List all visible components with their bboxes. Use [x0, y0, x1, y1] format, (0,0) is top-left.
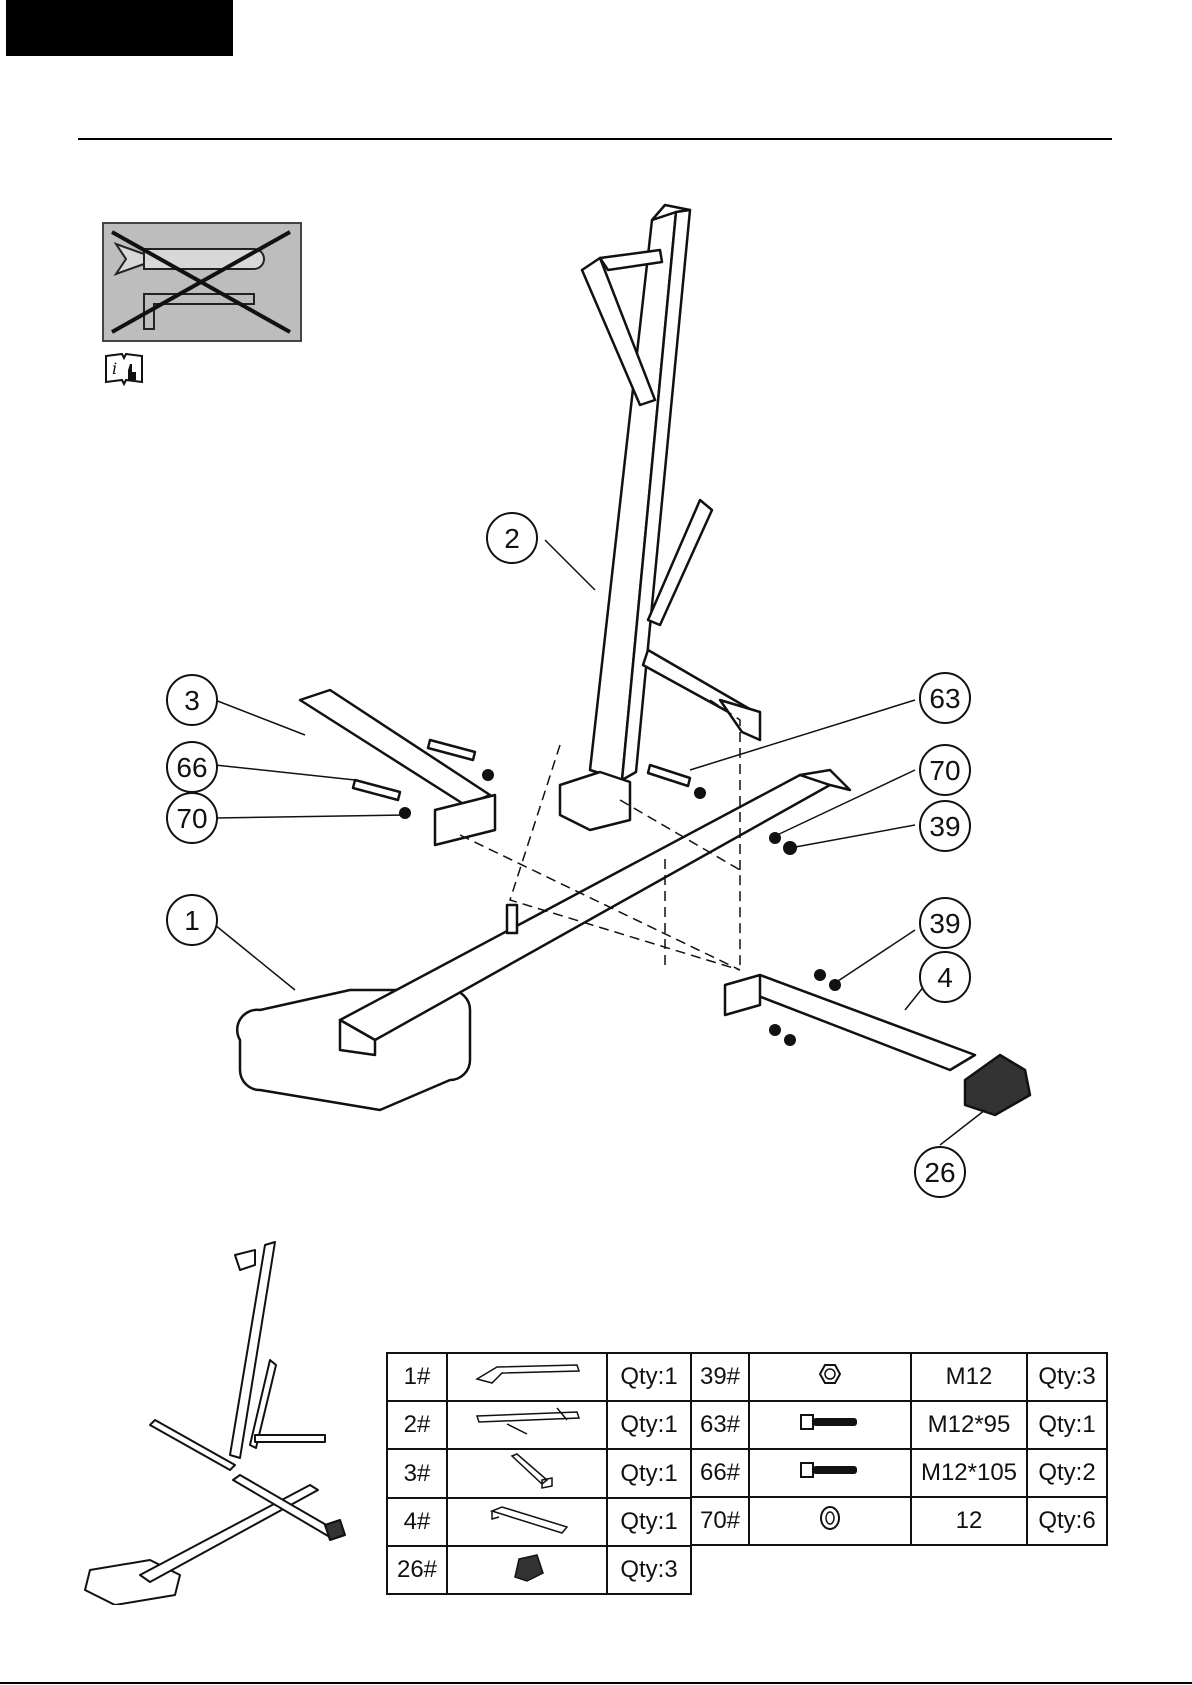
bolt-icon [795, 1410, 865, 1434]
upright-frame-part-icon [467, 1404, 587, 1440]
callout-66: 66 [176, 752, 207, 783]
table-row: 26# Qty:3 [387, 1546, 691, 1594]
leg-3-part-icon [467, 1450, 587, 1490]
nut-icon [810, 1359, 850, 1389]
callout-3: 3 [184, 685, 200, 716]
callout-70-left: 70 [176, 803, 207, 834]
callout-4: 4 [937, 962, 953, 993]
parts-table-right: 39# M12 Qty:3 63# M12*95 Qty:1 66# M12*1… [690, 1352, 1108, 1546]
callout-1: 1 [184, 905, 200, 936]
bolt-icon [795, 1458, 865, 1482]
callout-39-lower: 39 [929, 908, 960, 939]
header-rule [78, 138, 1112, 140]
table-row: 70# 12 Qty:6 [691, 1497, 1107, 1545]
callout-70-right: 70 [929, 755, 960, 786]
foot-cap-part-icon [467, 1549, 587, 1585]
callout-2: 2 [504, 523, 520, 554]
base-leg-part-icon [467, 1359, 587, 1389]
table-row: 39# M12 Qty:3 [691, 1353, 1107, 1401]
washer-icon [810, 1503, 850, 1533]
footer-rule [0, 1682, 1192, 1684]
leg-4-part-icon [467, 1501, 587, 1537]
table-row: 66# M12*105 Qty:2 [691, 1449, 1107, 1497]
table-row: 1# Qty:1 [387, 1353, 691, 1401]
callout-26: 26 [924, 1157, 955, 1188]
header-black-bar [6, 0, 233, 56]
parts-table-left: 1# Qty:1 2# Qty:1 3# Qty:1 4# Qty:1 26# … [386, 1352, 692, 1595]
assembled-stand-thumbnail [70, 1230, 370, 1605]
table-row: 2# Qty:1 [387, 1401, 691, 1449]
callout-63: 63 [929, 683, 960, 714]
table-row: 4# Qty:1 [387, 1498, 691, 1546]
table-row: 3# Qty:1 [387, 1449, 691, 1498]
table-row: 63# M12*95 Qty:1 [691, 1401, 1107, 1449]
exploded-assembly-diagram: 2 3 66 70 1 63 70 39 39 4 26 [0, 160, 1192, 1200]
callout-39-upper: 39 [929, 811, 960, 842]
